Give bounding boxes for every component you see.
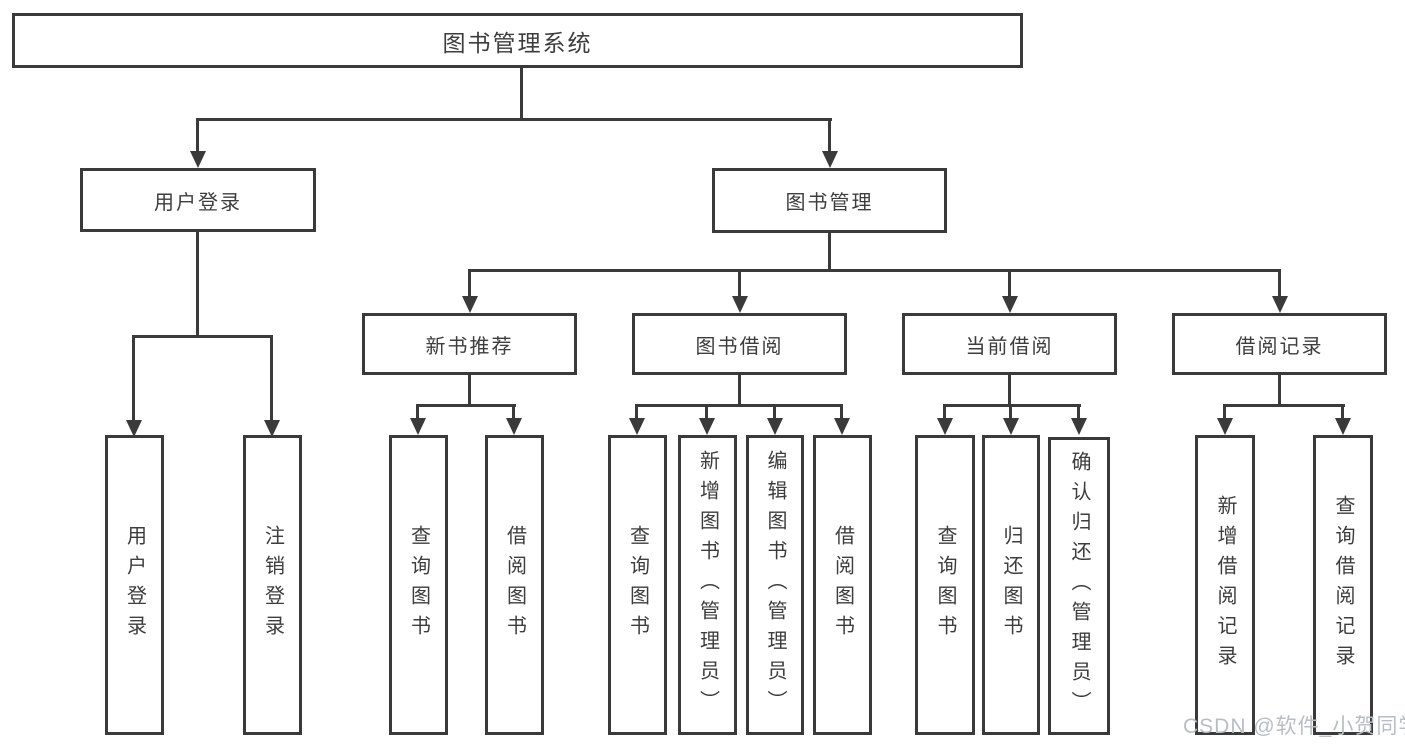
arrowhead-leaf-add-borrow-record xyxy=(1217,418,1233,435)
connector-arrow-shaft xyxy=(416,404,419,419)
leaf-query-book-2: 查询图书 xyxy=(608,435,667,735)
leaf-query-borrow-record: 查询借阅记录 xyxy=(1313,435,1373,735)
arrowhead-leaf-logout xyxy=(264,420,280,437)
node-borrow-records: 借阅记录 xyxy=(1172,313,1387,375)
connector-arrow-shaft xyxy=(840,404,843,419)
leaf-borrow-book-1: 借阅图书 xyxy=(485,435,544,735)
connector-arrow-shaft xyxy=(738,269,741,297)
connector-arrow-shaft xyxy=(828,118,831,152)
connector-branch-borrow xyxy=(635,404,842,407)
connector-records-stub xyxy=(1278,375,1281,407)
connector-arrow-shaft xyxy=(132,335,135,421)
connector-arrow-shaft xyxy=(1009,404,1012,419)
connector-arrow-shaft xyxy=(1223,404,1226,419)
watermark: CSDN @软件_小贺同学 xyxy=(1183,715,1405,738)
connector-branch-current xyxy=(943,404,1081,407)
arrowhead-leaf-confirm-return xyxy=(1071,418,1087,435)
node-user-login: 用户登录 xyxy=(80,168,316,232)
arrowhead-borrow-records xyxy=(1272,296,1288,313)
arrowhead-leaf-query-book-3 xyxy=(937,418,953,435)
connector-arrow-shaft xyxy=(468,269,471,297)
leaf-return-book: 归还图书 xyxy=(982,435,1040,735)
arrowhead-user-login xyxy=(190,151,206,168)
arrowhead-leaf-return-book xyxy=(1003,418,1019,435)
leaf-borrow-book-2: 借阅图书 xyxy=(813,435,872,735)
arrowhead-current-borrow xyxy=(1002,296,1018,313)
arrowhead-leaf-add-book xyxy=(699,418,715,435)
leaf-logout: 注销登录 xyxy=(243,435,302,735)
connector-arrow-shaft xyxy=(1278,269,1281,297)
arrowhead-new-book-recommend xyxy=(462,296,478,313)
arrowhead-book-borrow xyxy=(732,296,748,313)
arrowhead-leaf-edit-book xyxy=(767,418,783,435)
arrowhead-book-management xyxy=(822,151,838,168)
connector-arrow-shaft xyxy=(196,118,199,152)
connector-arrow-shaft xyxy=(1077,404,1080,419)
arrowhead-leaf-user-login xyxy=(126,420,142,437)
leaf-edit-book-admin: 编辑图书（管理员） xyxy=(746,435,804,735)
connector-branch-level3 xyxy=(468,269,1281,272)
node-book-management: 图书管理 xyxy=(712,168,947,233)
connector-arrow-shaft xyxy=(705,404,708,419)
arrowhead-leaf-borrow-book-1 xyxy=(506,418,522,435)
leaf-user-login: 用户登录 xyxy=(105,435,164,735)
node-book-borrow: 图书借阅 xyxy=(632,313,847,375)
node-root: 图书管理系统 xyxy=(12,13,1023,68)
arrowhead-leaf-query-book-2 xyxy=(629,418,645,435)
leaf-query-book-1: 查询图书 xyxy=(389,435,448,735)
connector-branch-records xyxy=(1223,404,1345,407)
leaf-add-borrow-record: 新增借阅记录 xyxy=(1195,435,1255,735)
connector-current-stub xyxy=(1008,375,1011,407)
connector-bookmgmt-stub xyxy=(828,233,831,272)
connector-branch-level2 xyxy=(196,118,832,121)
connector-arrow-shaft xyxy=(635,404,638,419)
connector-borrow-stub xyxy=(738,375,741,407)
leaf-add-book-admin: 新增图书（管理员） xyxy=(678,435,737,735)
connector-root-stub xyxy=(520,68,523,121)
connector-arrow-shaft xyxy=(1341,404,1344,419)
connector-branch-userlogin xyxy=(132,335,273,338)
connector-arrow-shaft xyxy=(512,404,515,419)
arrowhead-leaf-query-borrow-record xyxy=(1335,418,1351,435)
node-new-book-recommend: 新书推荐 xyxy=(362,313,577,375)
arrowhead-leaf-query-book-1 xyxy=(410,418,426,435)
leaf-query-book-3: 查询图书 xyxy=(915,435,975,735)
connector-arrow-shaft xyxy=(943,404,946,419)
arrowhead-leaf-borrow-book-2 xyxy=(834,418,850,435)
connector-arrow-shaft xyxy=(270,335,273,421)
node-current-borrow: 当前借阅 xyxy=(902,313,1117,375)
connector-branch-newbooks xyxy=(416,404,516,407)
connector-arrow-shaft xyxy=(1008,269,1011,297)
connector-arrow-shaft xyxy=(773,404,776,419)
connector-newbooks-stub xyxy=(468,375,471,407)
connector-userlogin-stub xyxy=(196,232,199,338)
leaf-confirm-return-admin: 确认归还（管理员） xyxy=(1048,437,1110,735)
